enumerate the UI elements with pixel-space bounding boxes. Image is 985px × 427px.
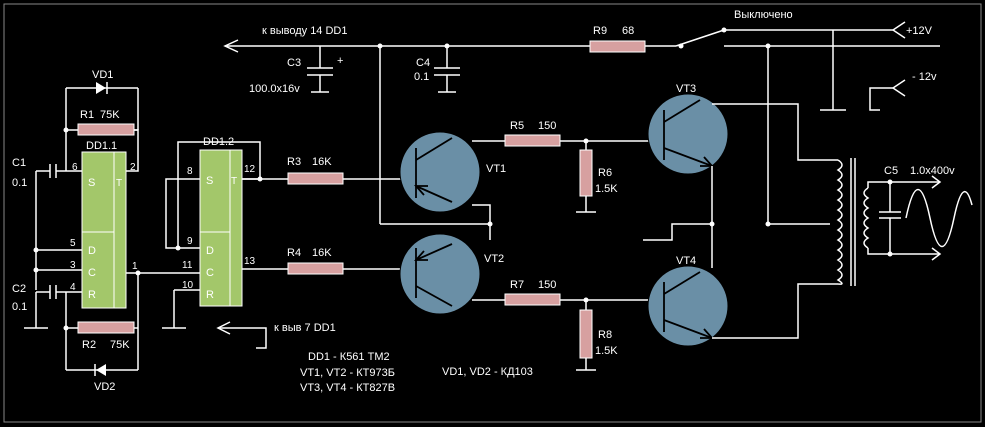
note-vt12: VT1, VT2 - КТ973Б <box>300 367 395 379</box>
power-switch <box>675 27 727 49</box>
driver-wiring <box>379 46 505 301</box>
base-wiring <box>560 138 654 371</box>
transformer <box>836 158 942 286</box>
label-r6: R6 <box>598 167 612 179</box>
resistor-r4 <box>287 262 344 275</box>
label-vt1: VT1 <box>486 163 506 175</box>
dd11-pin-s: S <box>88 177 95 189</box>
note-vd: VD1, VD2 - КД103 <box>442 366 533 378</box>
dd12-pin13: 13 <box>244 256 256 267</box>
label-vt2: VT2 <box>484 253 504 265</box>
resistor-r6 <box>579 149 593 197</box>
label-r4: R4 <box>287 247 301 259</box>
label-r4-value: 16K <box>312 247 332 259</box>
transistor-vt1 <box>399 131 481 213</box>
label-c5: C5 <box>884 165 898 177</box>
chip-dd1-1 <box>81 151 127 309</box>
label-c1-value: 0.1 <box>12 177 27 189</box>
label-c3-plus: + <box>337 55 343 67</box>
transistor-vt2 <box>399 233 481 315</box>
dd11-pin2: 2 <box>130 162 136 173</box>
dd12-pin-c: C <box>206 267 214 279</box>
label-r8-value: 1.5K <box>595 345 618 357</box>
label-c4-value: 0.1 <box>414 71 429 83</box>
dd12-pin-r: R <box>206 289 214 301</box>
dd11-pin-r: R <box>88 289 96 301</box>
diode-vd1 <box>96 82 108 94</box>
label-r7-value: 150 <box>538 279 556 291</box>
dd11-pin1: 1 <box>132 261 138 272</box>
diode-vd2 <box>94 364 106 376</box>
dd11-pin-c: C <box>88 267 96 279</box>
label-to-pin7: к выв 7 DD1 <box>274 322 336 334</box>
label-vt4: VT4 <box>676 255 696 267</box>
label-vd1: VD1 <box>92 69 113 81</box>
schematic-frame <box>3 3 982 423</box>
label-dd12: DD1.2 <box>203 136 234 148</box>
capacitor-c4 <box>434 46 460 93</box>
dd12-pin12: 12 <box>244 164 256 175</box>
dd1-2-wiring <box>162 141 288 349</box>
resistor-r9 <box>589 40 646 53</box>
dd12-pin9: 9 <box>187 236 193 247</box>
dd11-pin6: 6 <box>72 162 78 173</box>
resistor-r2 <box>77 321 135 334</box>
label-c2-value: 0.1 <box>12 301 27 313</box>
label-c1: C1 <box>12 157 26 169</box>
dd12-pin10: 10 <box>182 280 194 291</box>
label-to-pin14: к выводу 14 DD1 <box>262 25 348 37</box>
dd11-pin3: 3 <box>70 260 76 271</box>
label-r8: R8 <box>598 329 612 341</box>
dd12-pin11: 11 <box>182 260 193 271</box>
chip-dd1-2 <box>199 149 243 307</box>
label-r5-value: 150 <box>538 120 556 132</box>
resistor-r3 <box>287 172 344 185</box>
resistor-r7 <box>504 293 561 306</box>
dd11-pin4: 4 <box>70 282 76 293</box>
sine-wave-symbol <box>905 188 973 248</box>
dd12-pin-s: S <box>206 175 213 187</box>
label-r1-value: 75K <box>100 109 120 121</box>
label-c3-value: 100.0x16v <box>249 83 300 95</box>
label-dd11: DD1.1 <box>86 140 117 152</box>
label-r9-value: 68 <box>622 25 634 37</box>
dd12-pin8: 8 <box>187 166 193 177</box>
dd11-pin5: 5 <box>70 238 76 249</box>
label-r2-value: 75K <box>110 339 130 351</box>
note-dd1: DD1 - К561 ТМ2 <box>308 351 390 363</box>
note-vt34: VT3, VT4 - КТ827В <box>300 382 395 394</box>
label-r7: R7 <box>510 279 524 291</box>
resistor-r8 <box>579 309 593 359</box>
dd11-pin-t: T <box>116 178 122 189</box>
output-wiring <box>643 103 838 339</box>
dd12-pin-d: D <box>206 245 214 257</box>
label-r2: R2 <box>82 339 96 351</box>
label-r3-value: 16K <box>312 156 332 168</box>
label-c4: C4 <box>416 57 430 69</box>
label-r9: R9 <box>593 25 607 37</box>
label-c5-value: 1.0x400v <box>910 165 955 177</box>
label-r5: R5 <box>510 120 524 132</box>
label-r3: R3 <box>287 156 301 168</box>
transistor-vt3 <box>647 93 729 175</box>
label-minus12: - 12v <box>912 71 937 83</box>
resistor-r5 <box>504 134 561 147</box>
dd12-pin-t: T <box>231 176 237 187</box>
resistor-r1 <box>77 123 135 136</box>
label-switch-off: Выключено <box>734 9 793 21</box>
label-c3: C3 <box>287 57 301 69</box>
label-vd2: VD2 <box>94 381 115 393</box>
label-c2: C2 <box>12 283 26 295</box>
label-r1: R1 <box>80 109 94 121</box>
power-rail <box>223 21 940 225</box>
label-plus12: +12V <box>906 25 933 37</box>
dd11-pin-d: D <box>88 245 96 257</box>
transistor-vt4 <box>647 265 729 347</box>
capacitor-c3 <box>307 46 333 93</box>
label-vt3: VT3 <box>676 83 696 95</box>
label-r6-value: 1.5K <box>595 183 618 195</box>
